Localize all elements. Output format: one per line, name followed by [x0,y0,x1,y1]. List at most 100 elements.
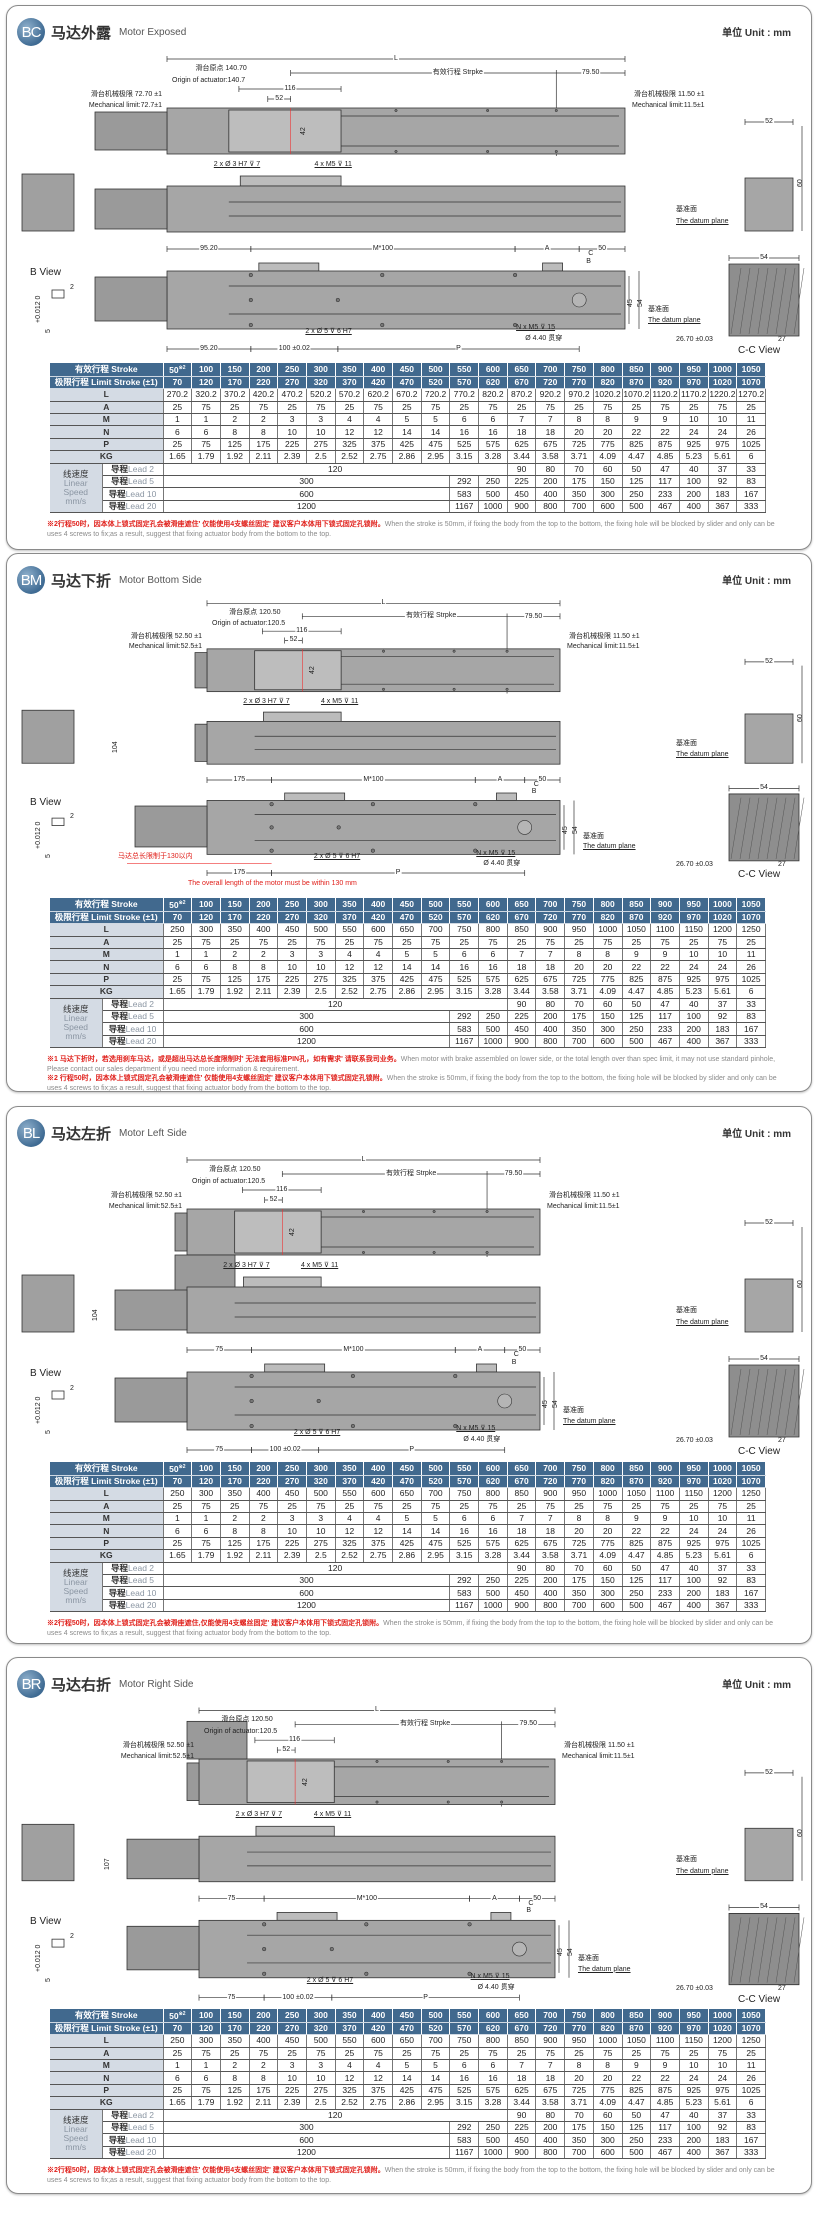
table-cell: 725 [564,973,594,987]
stroke-value: 1000 [712,1462,732,1473]
label-datum-cn: 基准面 [676,1307,697,1314]
label-end-offset: 79.50 [503,1170,524,1177]
label-limit-right-en: Mechanical limit:11.5±1 [632,102,705,109]
table-cell: 25 [163,438,193,452]
mounting-hole [262,1971,267,1976]
speed-cell: 600 [593,1599,623,1613]
speed-cell: 350 [564,487,594,501]
stroke-cell: 800 [593,898,623,912]
l-cell: 750 [449,2034,480,2048]
speed-cell: 92 [708,475,738,489]
table-cell: 3.44 [507,985,537,999]
note: ※1 马达下折时，若选用刹车马达，或是超出马达总长度限制时' 无法套用标准PIN… [47,1055,777,1074]
table-cell: 3 [277,413,307,427]
stroke-cell: 400 [363,898,394,912]
l-cell: 370.2 [220,388,250,402]
section-title-en: Motor Right Side [119,1678,194,1690]
speed-cell: 500 [478,1586,508,1600]
l-cell: 820.2 [478,388,508,402]
table-cell: 3.58 [535,450,566,464]
label-origin-en: Origin of actuator:120.5 [204,1728,278,1736]
stroke-value: 850 [629,1462,644,1473]
table-cell: 7 [507,413,537,427]
label-d5: 5 [45,329,52,333]
b-view-pin-icon [51,289,65,299]
speed-cell: 167 [736,1022,766,1036]
carriage-top [246,1760,335,1803]
stroke-cell: 950 [679,1462,709,1476]
dowel-callout: 2 x Ø 5 ⊽ 6 H7 [313,853,361,861]
stroke-cell: 200 [249,2009,279,2023]
speed-cell: 450 [507,487,537,501]
l-cell: 700 [421,1487,451,1501]
table-cell: 14 [421,960,451,974]
speed-cell: 292 [449,1574,480,1588]
row-label-l: L [50,388,164,402]
table-cell: 2.5 [306,450,336,464]
stroke-value: 50 [169,2010,179,2021]
table-cell: 425 [392,438,422,452]
thru-hole-callout: Ø 4.40 贯穿 [477,1983,515,1991]
table-cell: 10 [679,2059,709,2073]
stroke-value: 350 [342,2009,357,2020]
section-title-cn: 马达下折 [51,571,112,590]
mounting-hole [364,1922,369,1927]
stroke-value: 150 [227,898,242,909]
stroke-value: 150 [227,2009,242,2020]
limit-stroke-cell: 320 [306,1475,336,1489]
stroke-cell: 50※2 [163,898,193,912]
table-cell: 75 [708,401,738,415]
stroke-value: 1050 [741,898,761,909]
stroke-value: 300 [313,2009,328,2020]
speed-label-unit: mm/s [65,495,87,506]
speed-cell: 583 [449,487,480,501]
table-cell: 16 [478,425,508,439]
speed-cell: 100 [679,1574,709,1588]
stroke-value: 800 [600,2009,615,2020]
table-cell: 975 [708,438,738,452]
hatch-line [766,1917,778,1983]
label-end-h: 60 [797,1280,804,1288]
label-origin-en: Origin of actuator:120.5 [192,1178,266,1185]
table-cell: 18 [507,425,537,439]
stroke-value: 950 [686,1462,701,1473]
actuator-bottom-view [166,270,626,330]
note-cn: ※2行程50时，因本体上锁式固定孔会被滑座遮住' 仅能使用4支螺丝固定' 建议客… [47,521,385,528]
table-cell: 75 [191,2047,221,2061]
mounting-hole [473,848,478,853]
p-dim-label: P [408,1446,416,1453]
limit-stroke-cell: 820 [593,1475,623,1489]
l-cell: 700 [421,2034,451,2048]
table-cell: 75 [363,401,394,415]
table-cell: 2.52 [335,2096,365,2110]
table-cell: 525 [449,438,480,452]
l-cell: 250 [163,2034,193,2048]
stroke-cell: 1050 [736,2009,766,2023]
limit-stroke-cell: 270 [277,1475,307,1489]
lead-label-en: Lead 2 [128,2109,155,2120]
limit-stroke-cell: 120 [191,1475,221,1489]
speed-cell: 40 [679,998,709,1011]
speed-cell: 200 [535,2121,566,2135]
speed-cell: 467 [650,2146,680,2160]
l-cell: 570.2 [335,388,365,402]
limit-stroke-cell: 770 [564,2022,594,2036]
stroke-cell: 200 [249,363,279,377]
speed-label-en1: Linear [63,1576,88,1587]
table-cell: 275 [306,1537,336,1551]
speed-cell: 92 [708,2121,738,2135]
table-cell: 12 [363,960,394,974]
speed-cell: 1167 [449,2146,480,2160]
l-cell: 300 [191,923,221,937]
speed-cell: 233 [650,487,680,501]
table-cell: 5 [421,1512,451,1526]
l-cell: 1200 [708,2034,738,2048]
table-cell: 10 [679,413,709,427]
stroke-cell: 950 [679,2009,709,2023]
l-cell: 500 [306,1487,336,1501]
table-cell: 75 [191,936,221,950]
